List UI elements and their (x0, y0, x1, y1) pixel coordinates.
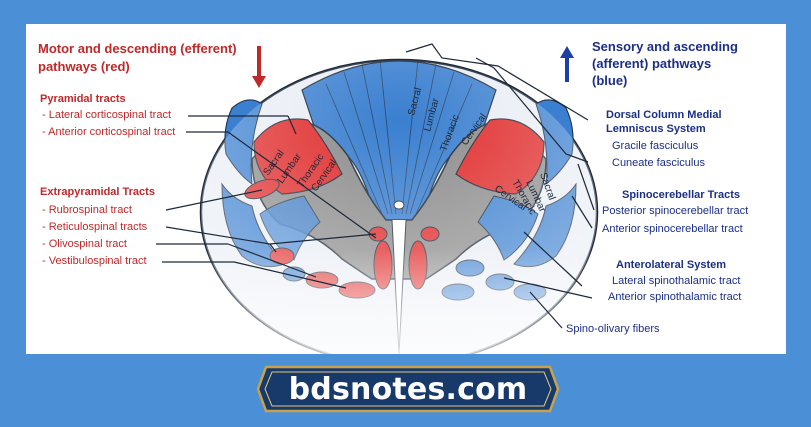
posterior-spinocerebellar-label: Posterior spinocerebellar tract (602, 205, 749, 217)
anterior-spinocerebellar-label: Anterior spinocerebellar tract (602, 223, 743, 235)
dorsal-column-title-1: Dorsal Column Medial (606, 109, 722, 121)
leader-lines (156, 43, 595, 329)
gracile-label: Gracile fasciculus (612, 140, 699, 152)
cuneate-label: Cuneate fasciculus (612, 157, 705, 169)
extrapyramidal-title: Extrapyramidal Tracts (40, 186, 155, 198)
motor-header-line2: pathways (red) (38, 59, 130, 74)
vestibulospinal-label: - Vestibulospinal tract (42, 255, 147, 267)
olivospinal-label: - Olivospinal tract (42, 238, 127, 250)
reticulospinal-label: - Reticulospinal tracts (42, 221, 148, 233)
ascending-arrow-icon (560, 46, 574, 58)
banner-text: bdsnotes.com (288, 371, 528, 407)
site-banner[interactable]: bdsnotes.com (256, 364, 560, 414)
anterior-spinothalamic-label: Anterior spinothalamic tract (608, 291, 742, 303)
anterior-corticospinal-label: - Anterior corticospinal tract (42, 126, 176, 138)
pyramidal-title: Pyramidal tracts (40, 93, 126, 105)
diagram-panel: Sacral Lumbar Thoracic Cervical Sacral L… (26, 24, 786, 354)
anterolateral-title: Anterolateral System (616, 259, 727, 271)
cord-fade (201, 60, 597, 354)
lateral-spinothalamic-label: Lateral spinothalamic tract (612, 275, 741, 287)
sensory-header-line3: (blue) (592, 73, 628, 88)
spinocerebellar-title: Spinocerebellar Tracts (622, 189, 740, 201)
banner-frame (256, 365, 560, 413)
spino-olivary-label: Spino-olivary fibers (566, 323, 660, 335)
rubrospinal-label: - Rubrospinal tract (42, 204, 132, 216)
lateral-corticospinal-label: - Lateral corticospinal tract (42, 109, 171, 121)
sensory-header-line1: Sensory and ascending (592, 39, 738, 54)
descending-arrow-icon (252, 76, 266, 88)
spinal-cord-diagram: Sacral Lumbar Thoracic Cervical Sacral L… (156, 43, 616, 354)
dorsal-column-title-2: Lemniscus System (606, 123, 706, 135)
motor-header-line1: Motor and descending (efferent) (38, 41, 237, 56)
sensory-header-line2: (afferent) pathways (592, 56, 712, 71)
